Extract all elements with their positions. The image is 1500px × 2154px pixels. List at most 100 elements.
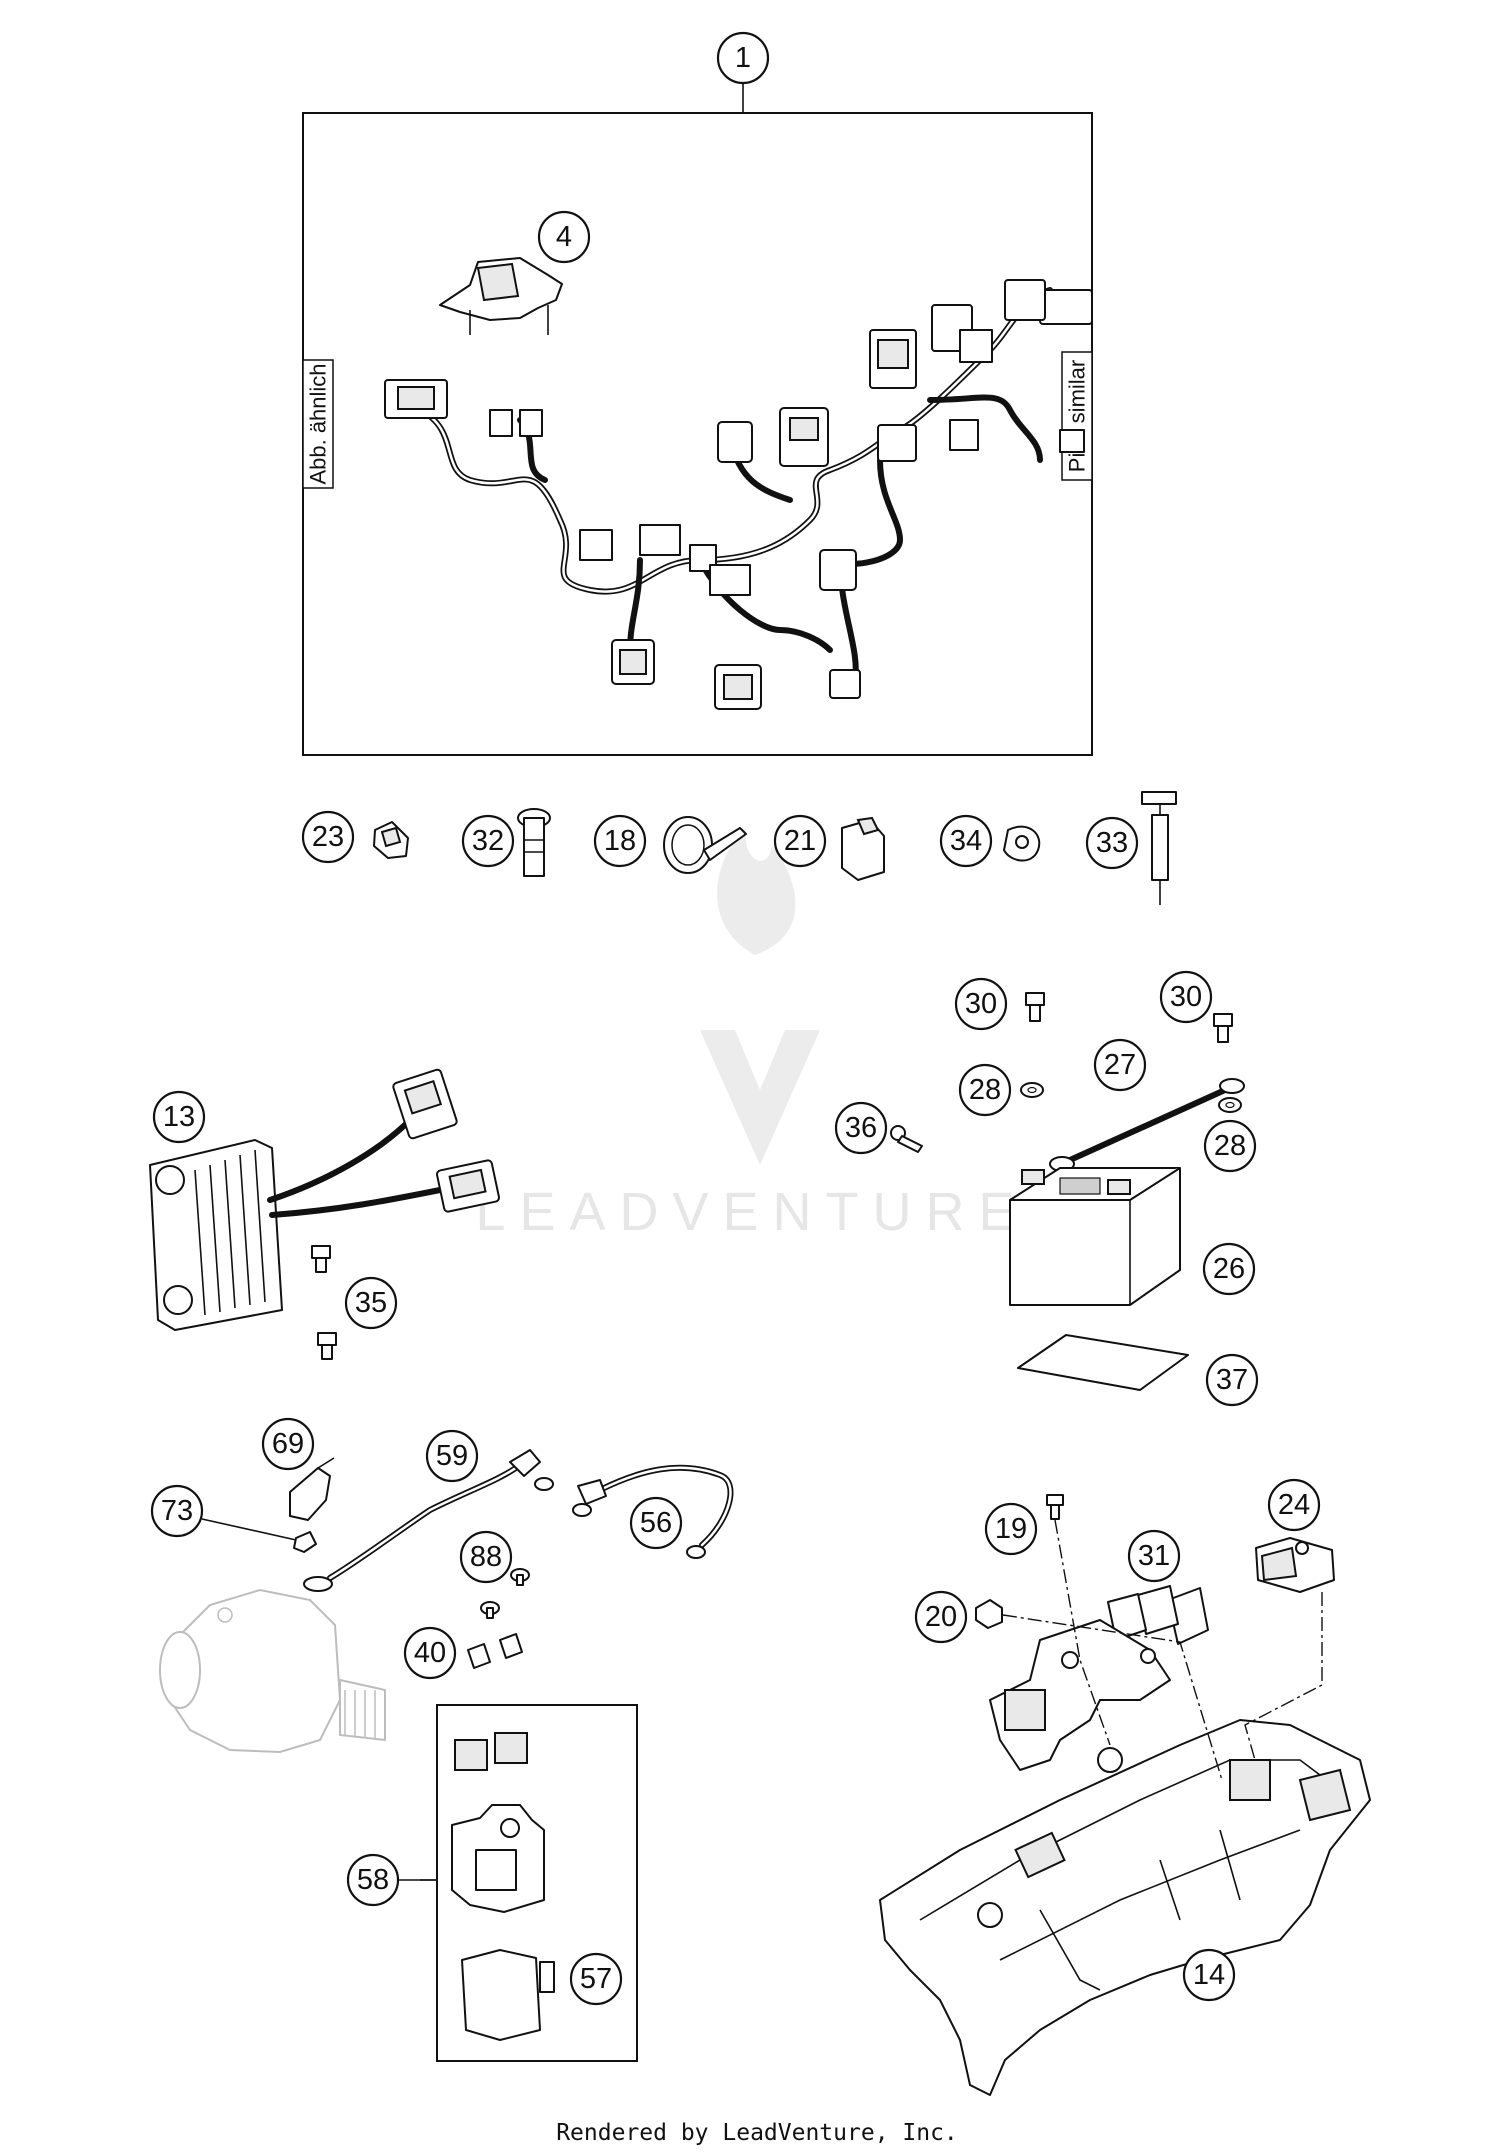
svg-text:23: 23 (312, 821, 344, 853)
part-36-screw (890, 1125, 923, 1153)
callout-19: 19 (984, 1502, 1038, 1556)
callout-23: 23 (301, 810, 355, 864)
svg-text:35: 35 (355, 1287, 387, 1319)
part-58-starter-relay-kit (420, 1704, 638, 2062)
svg-text:56: 56 (640, 1507, 672, 1539)
part-21-connector-cap (841, 816, 885, 881)
svg-text:14: 14 (1193, 1959, 1225, 1991)
svg-text:69: 69 (272, 1428, 304, 1460)
callout-34: 34 (939, 814, 993, 868)
svg-text:30: 30 (965, 988, 997, 1020)
part-33-test-probe (1141, 791, 1177, 905)
part-88-screws (480, 1568, 530, 1619)
svg-text:27: 27 (1104, 1049, 1136, 1081)
part-31-relay-holder (989, 1585, 1209, 1771)
svg-text:20: 20 (925, 1601, 957, 1633)
svg-text:26: 26 (1213, 1253, 1245, 1285)
callout-13: 13 (152, 1090, 206, 1144)
svg-text:21: 21 (784, 825, 816, 857)
svg-text:59: 59 (436, 1440, 468, 1472)
part-26-battery (1009, 1167, 1181, 1306)
callout-73: 73 (150, 1484, 204, 1538)
callout-58: 58 (346, 1853, 400, 1907)
part-57-relay-cover (461, 1949, 555, 2041)
part-56-ground-cable (572, 1464, 734, 1559)
callout-40: 40 (403, 1626, 457, 1680)
part-14-rear-frame (879, 1719, 1371, 2096)
callout-21: 21 (773, 814, 827, 868)
callout-4: 4 (537, 210, 591, 264)
part-28-washer-right (1218, 1097, 1242, 1113)
part-19-screw (1046, 1494, 1064, 1520)
svg-text:28: 28 (1214, 1130, 1246, 1162)
svg-text:73: 73 (161, 1495, 193, 1527)
callout-35: 35 (344, 1276, 398, 1330)
callout-88: 88 (459, 1530, 513, 1584)
part-18-cable-tie (663, 816, 747, 874)
svg-text:88: 88 (470, 1541, 502, 1573)
callout-28-left: 28 (958, 1063, 1012, 1117)
part-4-relay-holder (439, 257, 563, 335)
callout-28-right: 28 (1203, 1119, 1257, 1173)
callout-37: 37 (1205, 1353, 1259, 1407)
watermark: LEADVENTURE (475, 828, 1028, 1242)
footer-credit: Rendered by LeadVenture, Inc. (556, 2120, 958, 2146)
callout-33: 33 (1085, 816, 1139, 870)
flame-logo-icon (700, 828, 820, 1165)
svg-text:37: 37 (1216, 1364, 1248, 1396)
callout-57: 57 (569, 1952, 623, 2006)
label-pict-similar: Pict. similar (1065, 360, 1090, 472)
callout-24: 24 (1267, 1478, 1321, 1532)
svg-text:4: 4 (556, 221, 572, 253)
svg-text:58: 58 (357, 1864, 389, 1896)
part-24-fuse-box (1255, 1537, 1335, 1593)
callout-30-right: 30 (1159, 970, 1213, 1024)
callout-36: 36 (834, 1101, 888, 1155)
part-20-nut (975, 1599, 1003, 1629)
part-59-starter-cable (303, 1449, 554, 1592)
part-37-battery-pad (1017, 1334, 1189, 1391)
part-23-clip (373, 821, 409, 859)
leader-lines (201, 1518, 437, 1881)
callout-56: 56 (629, 1496, 683, 1550)
part-40-fuses (467, 1633, 523, 1669)
starter-motor (159, 1588, 386, 1754)
svg-text:1: 1 (735, 42, 751, 74)
label-abb-aehnlich: Abb. ähnlich (306, 363, 331, 484)
svg-text:36: 36 (845, 1112, 877, 1144)
svg-text:30: 30 (1170, 981, 1202, 1013)
part-30-screw-left (1025, 992, 1045, 1022)
svg-text:33: 33 (1096, 827, 1128, 859)
svg-text:28: 28 (969, 1074, 1001, 1106)
callout-59: 59 (425, 1429, 479, 1483)
svg-text:13: 13 (163, 1101, 195, 1133)
svg-text:32: 32 (472, 825, 504, 857)
part-69-cap (289, 1457, 335, 1521)
callout-30-left: 30 (954, 977, 1008, 1031)
svg-text:34: 34 (950, 825, 982, 857)
part-34-grommet (1003, 825, 1041, 862)
callout-26: 26 (1202, 1242, 1256, 1296)
part-28-washer-left (1020, 1082, 1044, 1098)
watermark-text: LEADVENTURE (475, 1182, 1028, 1242)
part-13-voltage-regulator (149, 1068, 501, 1331)
callout-32: 32 (461, 814, 515, 868)
callout-20: 20 (914, 1590, 968, 1644)
callout-18: 18 (593, 814, 647, 868)
svg-text:18: 18 (604, 825, 636, 857)
harness-connectors (384, 279, 1093, 710)
assembly-lines (1002, 1519, 1323, 1781)
svg-text:40: 40 (414, 1637, 446, 1669)
part-35-screws (311, 1245, 337, 1360)
svg-text:57: 57 (580, 1963, 612, 1995)
part-32-bolt (517, 808, 551, 877)
relay-kit-frame (436, 1704, 638, 2062)
callout-1: 1 (716, 31, 770, 85)
part-30-screw-right (1213, 1013, 1233, 1043)
part-73-nut (293, 1531, 317, 1553)
wiring-harness-group: Abb. ähnlich Pict. similar (302, 78, 1093, 756)
svg-text:19: 19 (995, 1513, 1027, 1545)
callout-27: 27 (1093, 1038, 1147, 1092)
callout-14: 14 (1182, 1948, 1236, 2002)
